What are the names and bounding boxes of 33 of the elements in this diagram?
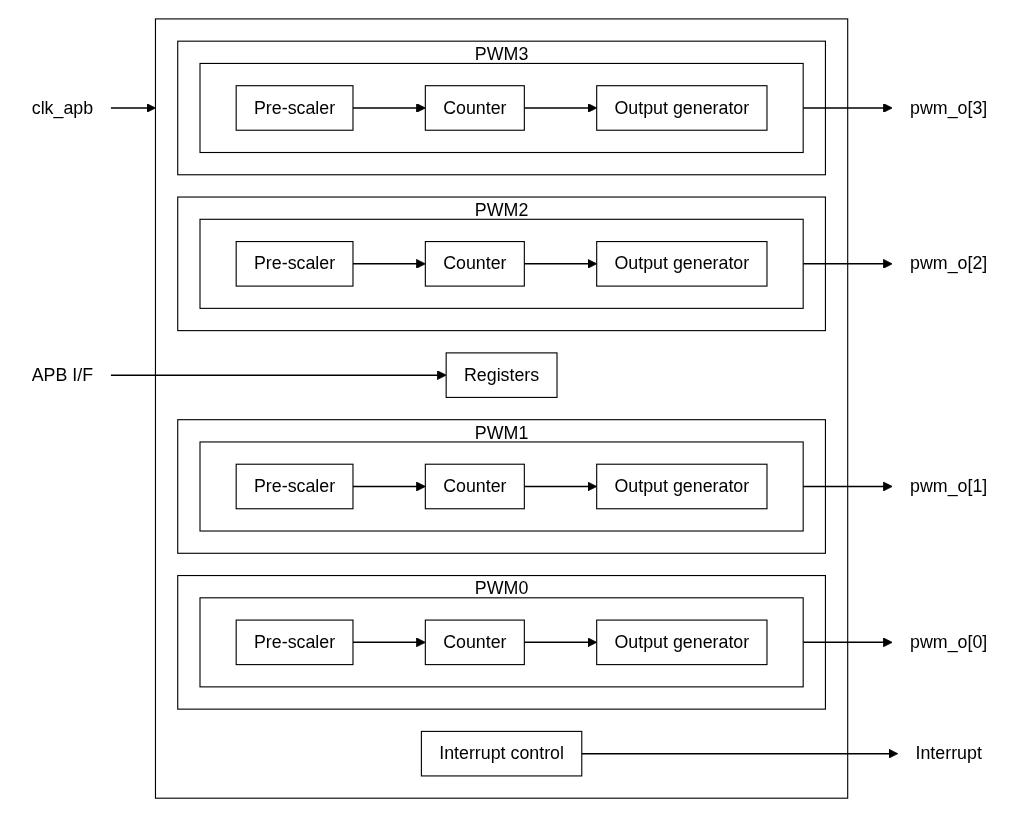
node-box: Output generator: [596, 619, 768, 666]
arrow: [352, 103, 426, 114]
node-box: Counter: [424, 241, 525, 288]
node-text: pwm_o[0]: [910, 632, 988, 652]
arrow: [352, 637, 426, 648]
node-box: Counter: [424, 619, 525, 666]
node-box: Pre-scaler: [235, 464, 354, 510]
node-box: Output generator: [596, 464, 768, 510]
cluster: [199, 597, 804, 688]
node-box: Pre-scaler: [235, 85, 354, 132]
node-box: Counter: [424, 85, 525, 132]
arrow: [110, 370, 447, 381]
cluster: [154, 18, 849, 800]
node-box: Output generator: [596, 241, 768, 288]
cluster: [199, 63, 804, 154]
node-box: Counter: [424, 464, 525, 510]
arrow: [352, 482, 426, 492]
node-text: Interrupt: [915, 744, 982, 764]
node-box: Registers: [445, 352, 558, 399]
node-box: Interrupt control: [420, 731, 583, 777]
cluster: [199, 441, 804, 532]
arrow: [352, 259, 426, 270]
node-text: pwm_o[1]: [910, 476, 988, 496]
arrow: [110, 103, 156, 114]
cluster: [199, 219, 804, 310]
arrow: [581, 749, 899, 759]
node-text: pwm_o[2]: [910, 254, 988, 274]
node-text: pwm_o[3]: [910, 98, 988, 118]
node-box: Output generator: [596, 85, 768, 132]
node-box: Pre-scaler: [235, 619, 354, 666]
node-box: Pre-scaler: [235, 241, 354, 288]
node-text: APB I/F: [31, 365, 94, 385]
node-text: clk_apb: [31, 98, 94, 118]
